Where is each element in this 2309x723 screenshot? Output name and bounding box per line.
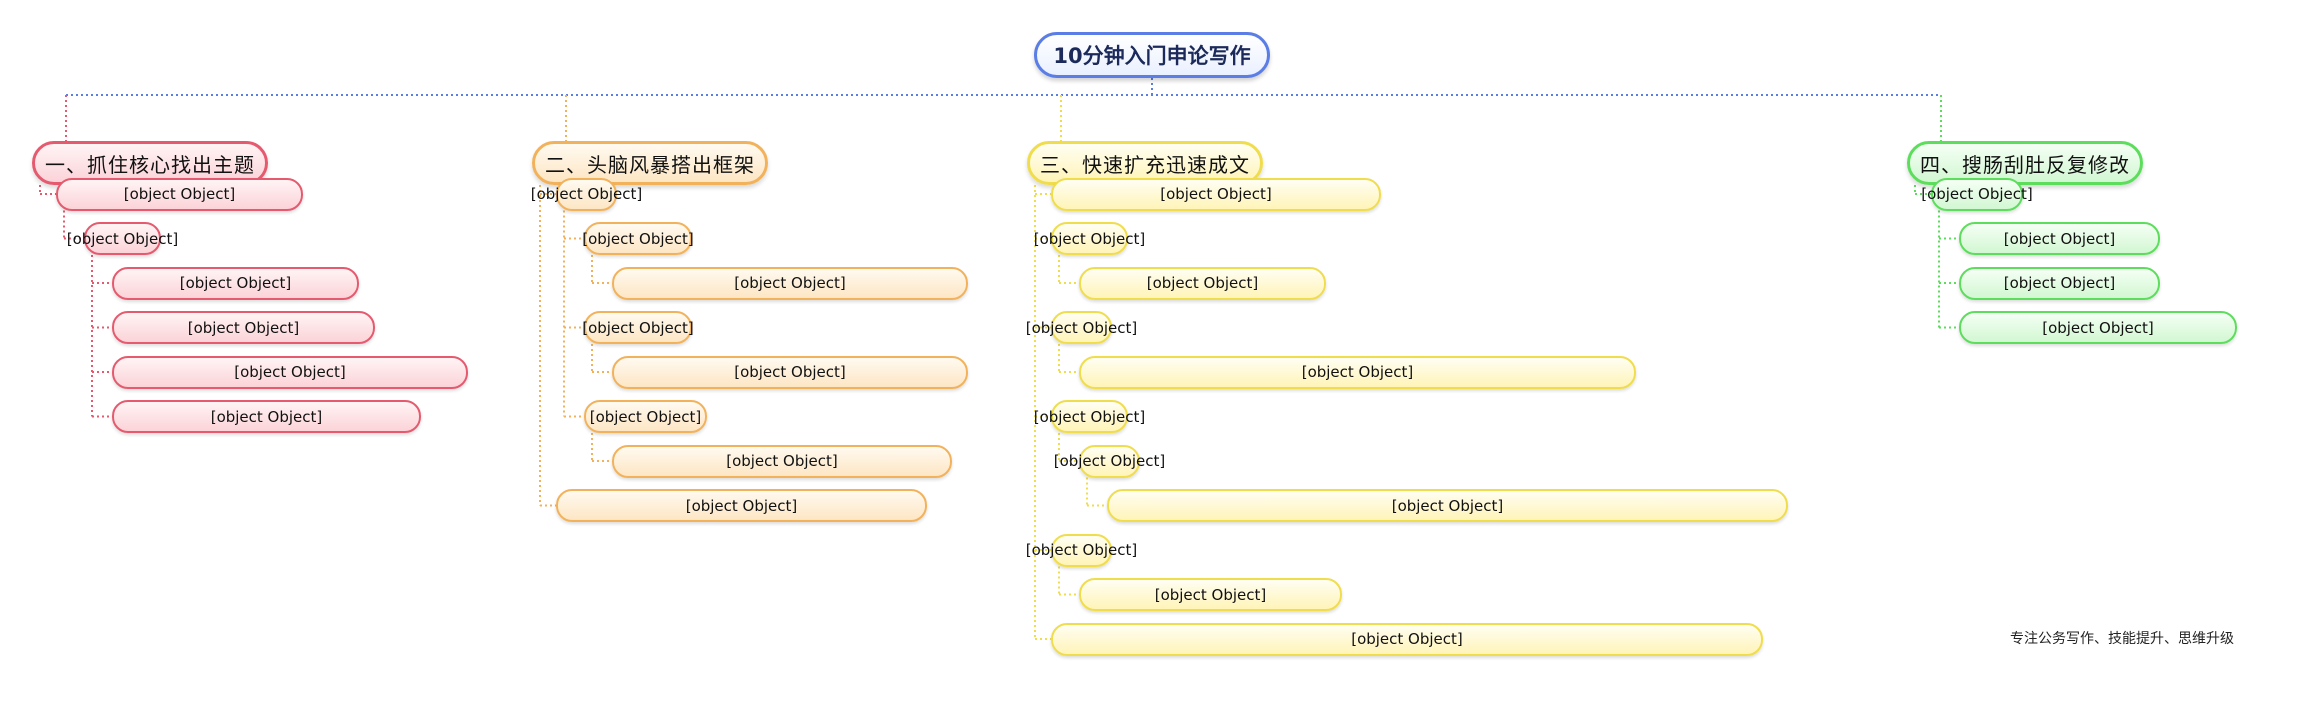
subtopic-2-1-0-0-0[interactable]: [object Object] xyxy=(612,266,968,300)
footer-slogan: 专注公务写作、技能提升、思维升级 xyxy=(2010,631,2234,647)
subtopic-1-0-0-0-0[interactable]: [object Object] xyxy=(112,266,359,300)
subtopic-2-1-0-1-0[interactable]: [object Object] xyxy=(612,355,968,389)
subtopic-3-2-4[interactable]: [object Object] xyxy=(1026,533,1137,567)
subtopic-4-3-0-1[interactable]: [object Object] xyxy=(1959,266,2160,300)
subtopic-3-2-0[interactable]: [object Object] xyxy=(1051,177,1381,211)
subtopic-1-0-0[interactable]: [object Object] xyxy=(56,177,303,211)
subtopic-2-1-0[interactable]: [object Object] xyxy=(531,177,642,211)
subtopic-2-1-1[interactable]: [object Object] xyxy=(556,489,927,522)
subtopic-4-3-0-0[interactable]: [object Object] xyxy=(1959,222,2160,255)
subtopic-3-2-3-0[interactable]: [object Object] xyxy=(1054,444,1165,478)
subtopic-4-3-0[interactable]: [object Object] xyxy=(1921,177,2033,211)
subtopic-3-2-2[interactable]: [object Object] xyxy=(1026,311,1137,344)
subtopic-3-2-2-0[interactable]: [object Object] xyxy=(1079,355,1636,389)
subtopic-1-0-0-0-2[interactable]: [object Object] xyxy=(112,355,468,389)
subtopic-2-1-0-0[interactable]: [object Object] xyxy=(582,222,694,255)
subtopic-1-0-0-0-1[interactable]: [object Object] xyxy=(112,311,375,344)
subtopic-3-2-4-0[interactable]: [object Object] xyxy=(1079,578,1342,611)
subtopic-3-2-3-0-0[interactable]: [object Object] xyxy=(1107,489,1788,522)
subtopic-3-2-1[interactable]: [object Object] xyxy=(1034,222,1145,255)
root-topic[interactable]: 10分钟入门申论写作 xyxy=(1034,32,1270,78)
subtopic-2-1-0-2-0[interactable]: [object Object] xyxy=(612,444,952,478)
subtopic-3-2-5[interactable]: [object Object] xyxy=(1051,622,1763,656)
subtopic-4-3-0-2[interactable]: [object Object] xyxy=(1959,311,2237,344)
subtopic-1-0-0-0[interactable]: [object Object] xyxy=(67,222,178,255)
subtopic-3-2-1-0[interactable]: [object Object] xyxy=(1079,266,1326,300)
subtopic-1-0-0-0-3[interactable]: [object Object] xyxy=(112,400,421,433)
subtopic-2-1-0-1[interactable]: [object Object] xyxy=(582,311,694,344)
subtopic-3-2-3[interactable]: [object Object] xyxy=(1034,400,1145,433)
subtopic-2-1-0-2[interactable]: [object Object] xyxy=(584,400,707,433)
